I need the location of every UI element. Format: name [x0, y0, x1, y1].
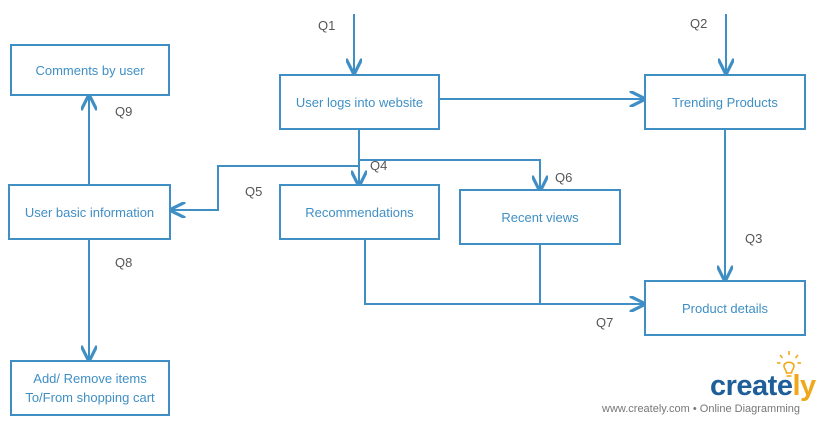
edge-label-q7: Q7	[596, 315, 614, 330]
node-recommendations[interactable]: Recommendations	[279, 184, 440, 240]
lightbulb-icon	[777, 351, 801, 377]
node-label: Add/ Remove items To/From shopping cart	[25, 371, 155, 405]
edge-label-q1: Q1	[318, 18, 336, 33]
node-label: Trending Products	[672, 94, 778, 110]
node-shopping-cart[interactable]: Add/ Remove items To/From shopping cart	[10, 360, 170, 416]
node-label: Recommendations	[305, 204, 414, 220]
node-label: Recent views	[501, 209, 579, 225]
node-user-logs-into-website[interactable]: User logs into website	[279, 74, 440, 130]
edge-label-q8: Q8	[115, 255, 133, 270]
edge-label-q3: Q3	[745, 231, 763, 246]
edge-login-to-basic-info	[171, 165, 359, 210]
node-label: Comments by user	[35, 62, 145, 78]
node-user-basic-information[interactable]: User basic information	[8, 184, 171, 240]
edge-label-q5: Q5	[245, 184, 263, 199]
edge-recommendations-to-product-details	[364, 240, 644, 304]
edge-label-q4: Q4	[370, 158, 388, 173]
node-label: User basic information	[24, 204, 155, 220]
node-comments-by-user[interactable]: Comments by user	[10, 44, 170, 96]
logo-wordmark: creately	[710, 370, 816, 403]
edge-login-to-recent-views	[359, 159, 540, 190]
edge-label-q6: Q6	[555, 170, 573, 185]
node-recent-views[interactable]: Recent views	[459, 189, 621, 245]
node-label: Product details	[682, 300, 768, 316]
node-label: User logs into website	[295, 94, 424, 110]
edge-label-q2: Q2	[690, 16, 708, 31]
logo-tagline: www.creately.com • Online Diagramming	[602, 403, 801, 415]
logo-suffix: ly	[792, 370, 816, 402]
creately-logo: creately www.creately.com • Online Diagr…	[602, 350, 832, 420]
edge-label-q9: Q9	[115, 104, 133, 119]
logo-prefix: create	[710, 370, 793, 402]
node-trending-products[interactable]: Trending Products	[644, 74, 806, 130]
node-product-details[interactable]: Product details	[644, 280, 806, 336]
